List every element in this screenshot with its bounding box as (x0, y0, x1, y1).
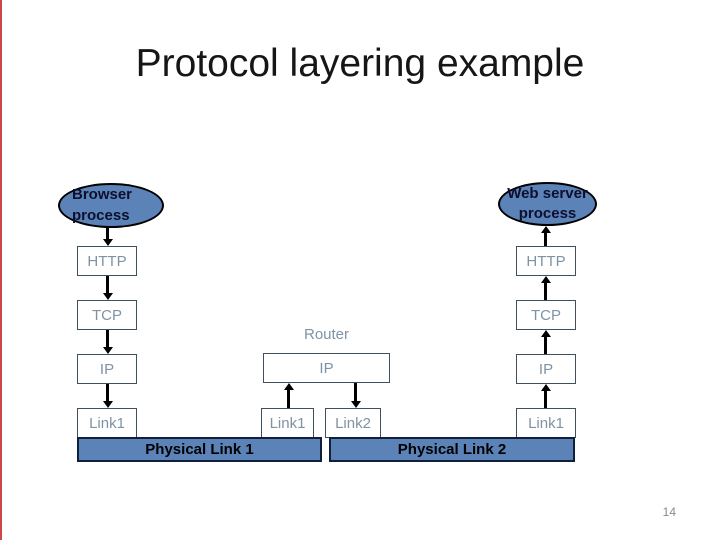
router-link1-box: Link1 (261, 408, 314, 438)
arrow-up-icon (287, 390, 290, 408)
physical-link-1-bar: Physical Link 1 (77, 437, 322, 462)
router-ip-box: IP (263, 353, 390, 383)
page-number: 14 (662, 505, 676, 519)
web-server-process-label-line1: Web server (507, 184, 588, 202)
arrow-down-icon (106, 276, 109, 293)
layer-box-browser-tcp: TCP (77, 300, 137, 330)
web-server-process-label-line2: process (518, 205, 577, 222)
left-edge-accent (0, 0, 2, 540)
arrow-up-icon (544, 391, 547, 408)
arrow-down-icon (106, 227, 109, 239)
layer-box-server-tcp: TCP (516, 300, 576, 330)
layer-box-server-ip: IP (516, 354, 576, 384)
layer-box-browser-ip: IP (77, 354, 137, 384)
arrow-up-icon (544, 233, 547, 246)
router-label: Router (303, 326, 350, 343)
browser-process-label-line1: Browser (72, 186, 133, 204)
arrow-down-icon (106, 330, 109, 347)
physical-link-2-bar: Physical Link 2 (329, 437, 575, 462)
layer-box-server-http: HTTP (516, 246, 576, 276)
layer-box-browser-http: HTTP (77, 246, 137, 276)
arrow-down-icon (106, 384, 109, 401)
slide-title: Protocol layering example (135, 42, 585, 85)
arrow-up-icon (544, 337, 547, 354)
router-link2-box: Link2 (325, 408, 381, 438)
browser-process-label-line2: process (72, 206, 130, 224)
web-server-process-node: Web server process (498, 182, 597, 226)
arrow-up-icon (544, 283, 547, 300)
layer-box-browser-link1: Link1 (77, 408, 137, 438)
arrow-down-icon (354, 383, 357, 401)
browser-process-node: Browser process (58, 183, 164, 228)
layer-box-server-link1: Link1 (516, 408, 576, 438)
